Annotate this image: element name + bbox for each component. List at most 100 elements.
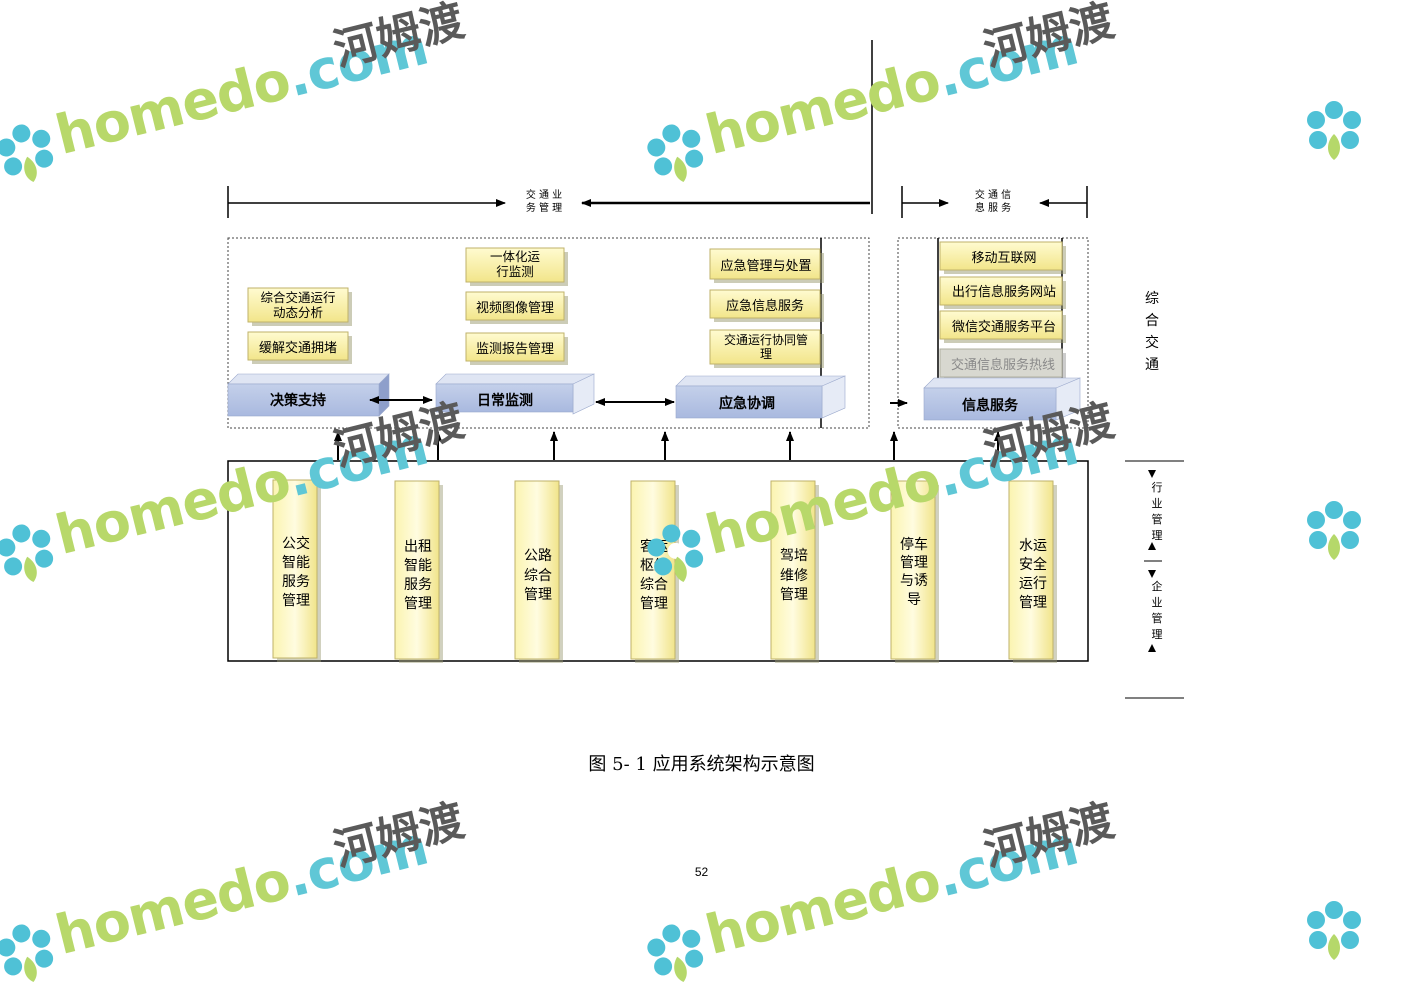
monitoring-item-1: 一体化运 (490, 249, 541, 264)
column-water-l1: 水运 (1019, 538, 1047, 554)
platform-emergency-label: 应急协调 (719, 395, 775, 412)
watermark-flower-icon (647, 524, 704, 582)
watermark-cn: 河姆渡 (978, 394, 1120, 477)
platform-info: 信息服务 (923, 377, 1081, 421)
enterprise-label-3: 管 (1152, 611, 1163, 625)
decision-item-1: 综合交通运行 (260, 290, 335, 305)
enterprise-label-4: 理 (1152, 628, 1163, 641)
info-item-1: 移动互联网 (971, 251, 1036, 266)
enterprise-label-1: 企 (1152, 579, 1163, 593)
column-taxi-l3: 服务 (404, 577, 432, 593)
watermark-flower-icon (0, 524, 54, 582)
column-road (514, 480, 563, 663)
info-container (897, 237, 1089, 429)
decision-item-3: 缓解交通拥堵 (259, 340, 337, 356)
column-hub-l3: 综合 (640, 577, 668, 593)
emergency-box-info: 应急信息服务 (709, 289, 824, 322)
watermark-flower-icon (1307, 501, 1361, 560)
watermark: homedo.com 河姆渡 (0, 347, 505, 582)
column-bus-l1: 公交 (282, 535, 310, 552)
emergency-item-2: 应急信息服务 (726, 298, 804, 314)
watermark: homedo.com 河姆渡 (0, 747, 505, 982)
watermark-flower-icon (0, 124, 54, 182)
info-box-hotline: 交通信息服务热线 (939, 348, 1066, 381)
column-water-l2: 安全 (1019, 556, 1047, 573)
decision-box-congestion: 缓解交通拥堵 (247, 331, 352, 364)
monitoring-box-video: 视频图像管理 (465, 291, 568, 324)
monitoring-item-3: 视频图像管理 (476, 301, 554, 316)
label-traffic-business: 交 通 业 (526, 188, 562, 201)
watermark-cn: 河姆渡 (328, 394, 470, 477)
column-driving-l3: 管理 (780, 587, 808, 603)
column-water (1008, 480, 1057, 663)
platform-decision-label: 决策支持 (270, 392, 326, 409)
watermark-cn: 河姆渡 (328, 794, 470, 877)
emergency-item-1: 应急管理与处置 (720, 258, 811, 274)
page-number: 52 (694, 865, 709, 879)
column-hub-l4: 管理 (640, 596, 668, 612)
watermark: homedo.com 河姆渡 (623, 747, 1154, 982)
side-label-3: 交 (1145, 334, 1159, 351)
side-label-1: 综 (1145, 291, 1159, 307)
side-label-2: 合 (1145, 313, 1159, 329)
emergency-item-4: 理 (760, 347, 772, 361)
info-item-2: 出行信息服务网站 (952, 284, 1056, 300)
column-taxi-l1: 出租 (404, 539, 432, 555)
figure-caption: 图 5- 1 应用系统架构示意图 (588, 754, 815, 775)
label-traffic-info: 交 通 信 (975, 188, 1011, 201)
column-driving-l1: 驾培 (780, 548, 808, 564)
watermark-cn: 河姆渡 (978, 794, 1120, 877)
platform-emergency: 应急协调 (675, 375, 846, 419)
column-driving-l2: 维修 (780, 568, 808, 584)
column-taxi (394, 480, 443, 663)
watermark-flower-icon (1307, 901, 1361, 960)
info-item-3: 微信交通服务平台 (952, 319, 1056, 335)
column-parking-l2: 管理 (900, 555, 928, 571)
monitoring-box-integrated: 一体化运 行监测 (465, 247, 568, 286)
column-driving (770, 480, 819, 663)
column-bus-l3: 服务 (282, 574, 310, 590)
industry-label-4: 理 (1152, 529, 1163, 542)
label-traffic-business-2: 务 管 理 (526, 201, 562, 214)
column-hub (630, 480, 679, 663)
column-taxi-l4: 管理 (404, 596, 432, 612)
column-parking-l1: 停车 (900, 536, 928, 553)
business-container (227, 237, 870, 429)
industry-label-1: 行 (1152, 481, 1163, 494)
emergency-item-3: 交通运行协同管 (724, 332, 808, 347)
upward-arrows (334, 431, 1002, 460)
watermark: homedo.com 河姆渡 (0, 0, 505, 182)
column-parking (890, 480, 939, 663)
platform-monitoring: 日常监测 (435, 373, 595, 415)
column-water-l3: 运行 (1019, 576, 1047, 592)
emergency-box-management: 应急管理与处置 (709, 248, 824, 283)
watermark-flower-icon (1307, 101, 1361, 160)
column-parking-l3: 与诱 (900, 573, 928, 589)
monitoring-item-4: 监测报告管理 (476, 342, 554, 357)
enterprise-label-2: 业 (1152, 596, 1163, 609)
column-road-l3: 管理 (524, 587, 552, 603)
platform-info-label: 信息服务 (962, 397, 1019, 414)
industry-label-2: 业 (1152, 497, 1163, 510)
watermark: homedo.com 河姆渡 (623, 347, 1154, 582)
column-bus (272, 479, 321, 662)
info-box-wechat: 微信交通服务平台 (939, 310, 1066, 343)
column-bus-l2: 智能 (282, 555, 310, 571)
info-box-mobile: 移动互联网 (939, 241, 1066, 274)
watermark-flower-icon (0, 924, 54, 982)
column-road-l1: 公路 (524, 548, 552, 564)
decision-item-2: 动态分析 (273, 305, 323, 320)
watermark-flower-icon (647, 124, 704, 182)
enterprise-container (227, 460, 1089, 662)
industry-label-3: 管 (1152, 512, 1163, 526)
platform-connectors (369, 396, 908, 407)
monitoring-box-report: 监测报告管理 (465, 332, 568, 365)
emergency-box-coordination: 交通运行协同管 理 (709, 329, 824, 368)
column-road-l2: 综合 (524, 568, 552, 584)
column-taxi-l2: 智能 (404, 558, 432, 574)
column-parking-l4: 导 (907, 592, 921, 608)
platform-monitoring-label: 日常监测 (477, 392, 533, 409)
info-item-4: 交通信息服务热线 (951, 357, 1055, 373)
